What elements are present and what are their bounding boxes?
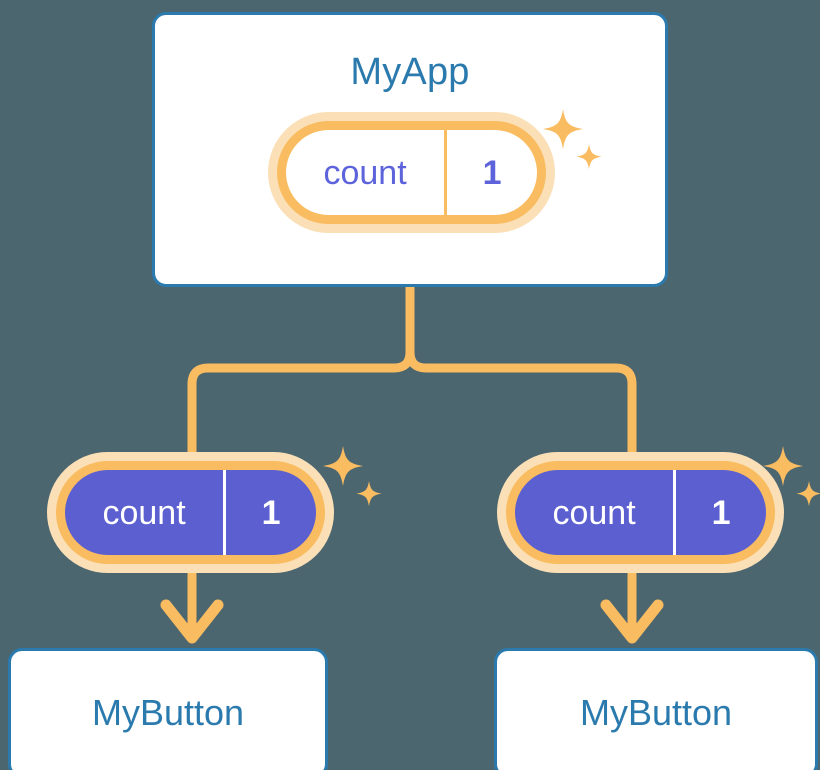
state-key: count [102, 493, 186, 532]
mybutton-card-left[interactable]: MyButton [8, 648, 328, 770]
state-value: 1 [673, 470, 766, 555]
arrow-head-right [600, 599, 664, 644]
state-pill-body: count 1 [65, 470, 316, 555]
state-value: 1 [223, 470, 316, 555]
state-pill-myapp[interactable]: count 1 [268, 112, 555, 233]
state-pill-left-button[interactable]: count 1 [47, 452, 334, 573]
mybutton-label: MyButton [91, 692, 245, 733]
state-pill-right-button[interactable]: count 1 [497, 452, 784, 573]
mybutton-label: MyButton [579, 692, 733, 733]
state-pill-ring: count 1 [506, 461, 775, 564]
mybutton-card-right[interactable]: MyButton [494, 648, 818, 770]
state-key: count [323, 153, 407, 192]
state-pill-ring: count 1 [56, 461, 325, 564]
myapp-title: MyApp [350, 51, 470, 93]
connector-root-to-left [187, 282, 415, 457]
arrow-head-left [160, 599, 224, 644]
state-pill-body: count 1 [286, 130, 537, 215]
state-pill-ring: count 1 [277, 121, 546, 224]
state-value: 1 [444, 130, 537, 215]
state-key: count [552, 493, 636, 532]
connector-root-to-right [405, 282, 637, 457]
state-pill-body: count 1 [515, 470, 766, 555]
